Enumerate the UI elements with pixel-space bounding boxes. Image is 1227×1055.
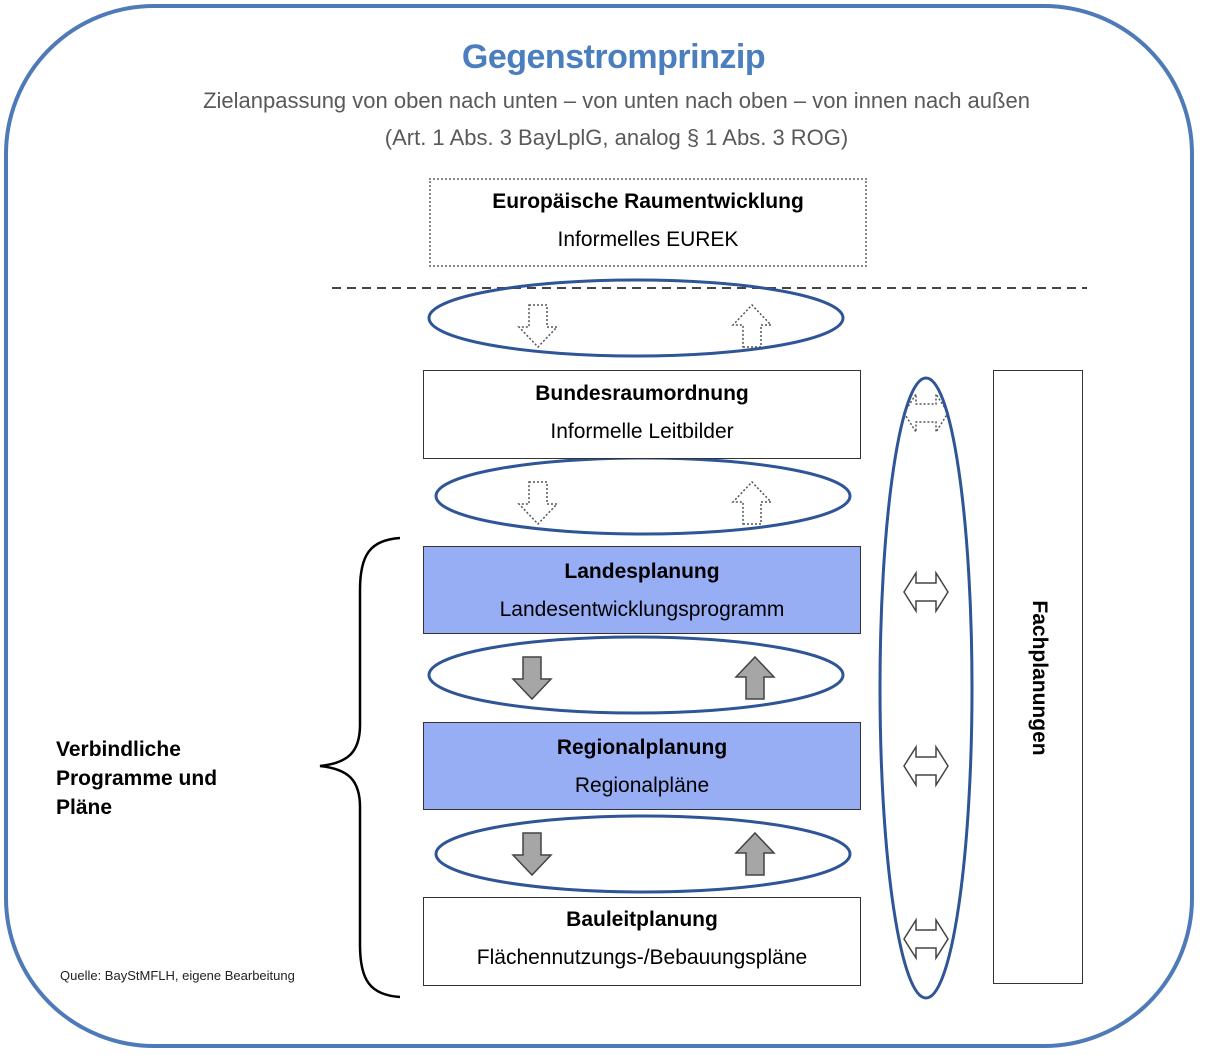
box-state-planning: Landesplanung Landesentwicklungsprogramm bbox=[423, 546, 861, 634]
box-urban-land-use-planning: Bauleitplanung Flächennutzungs-/Bebauung… bbox=[423, 897, 861, 986]
ellipse-4 bbox=[434, 814, 852, 894]
ellipse-1 bbox=[427, 278, 845, 358]
solid-down-arrow-1 bbox=[512, 656, 552, 700]
box-heading: Landesplanung bbox=[564, 560, 720, 583]
diagram-title: Gegenstromprinzip bbox=[461, 38, 766, 76]
horizontal-arrow-1 bbox=[903, 572, 949, 612]
dotted-down-arrow-2 bbox=[518, 481, 558, 525]
box-heading: Bauleitplanung bbox=[566, 908, 718, 931]
curly-brace bbox=[319, 536, 401, 999]
ellipse-3 bbox=[427, 635, 845, 715]
horizontal-arrow-2 bbox=[903, 746, 949, 786]
box-european-spatial-development: Europäische Raumentwicklung Informelles … bbox=[429, 178, 867, 267]
solid-down-arrow-2 bbox=[512, 832, 552, 876]
ellipse-2 bbox=[434, 456, 852, 536]
subtitle-line-2: (Art. 1 Abs. 3 BayLplG, analog § 1 Abs. … bbox=[384, 125, 849, 150]
solid-up-arrow-1 bbox=[735, 656, 775, 700]
box-regional-planning: Regionalplanung Regionalpläne bbox=[423, 722, 861, 810]
dotted-up-arrow-1 bbox=[732, 304, 772, 348]
solid-up-arrow-2 bbox=[735, 832, 775, 876]
box-heading: Europäische Raumentwicklung bbox=[492, 190, 804, 213]
box-text: Landesentwicklungsprogramm bbox=[499, 598, 785, 621]
brace-label: Verbindliche Programme und Pläne bbox=[56, 738, 218, 819]
sectoral-planning-label: Fachplanungen bbox=[1028, 600, 1051, 756]
rounded-frame bbox=[4, 4, 1194, 1048]
vertical-ellipse bbox=[878, 376, 974, 1000]
dotted-up-arrow-2 bbox=[732, 481, 772, 525]
subtitle-line-1: Zielanpassung von oben nach unten – von … bbox=[203, 88, 1030, 113]
horizontal-arrow-3 bbox=[903, 919, 949, 959]
dotted-down-arrow-1 bbox=[518, 304, 558, 348]
box-text: Flächennutzungs-/Bebauungspläne bbox=[476, 946, 808, 969]
box-heading: Regionalplanung bbox=[556, 736, 728, 759]
box-sectoral-planning: Fachplanungen bbox=[993, 370, 1083, 984]
box-text: Regionalpläne bbox=[574, 774, 710, 797]
box-text: Informelle Leitbilder bbox=[550, 420, 734, 443]
source-note: Quelle: BayStMFLH, eigene Bearbeitung bbox=[60, 968, 295, 983]
box-heading: Bundesraumordnung bbox=[535, 382, 749, 405]
box-federal-spatial-planning: Bundesraumordnung Informelle Leitbilder bbox=[423, 370, 861, 459]
box-text: Informelles EUREK bbox=[557, 228, 739, 251]
